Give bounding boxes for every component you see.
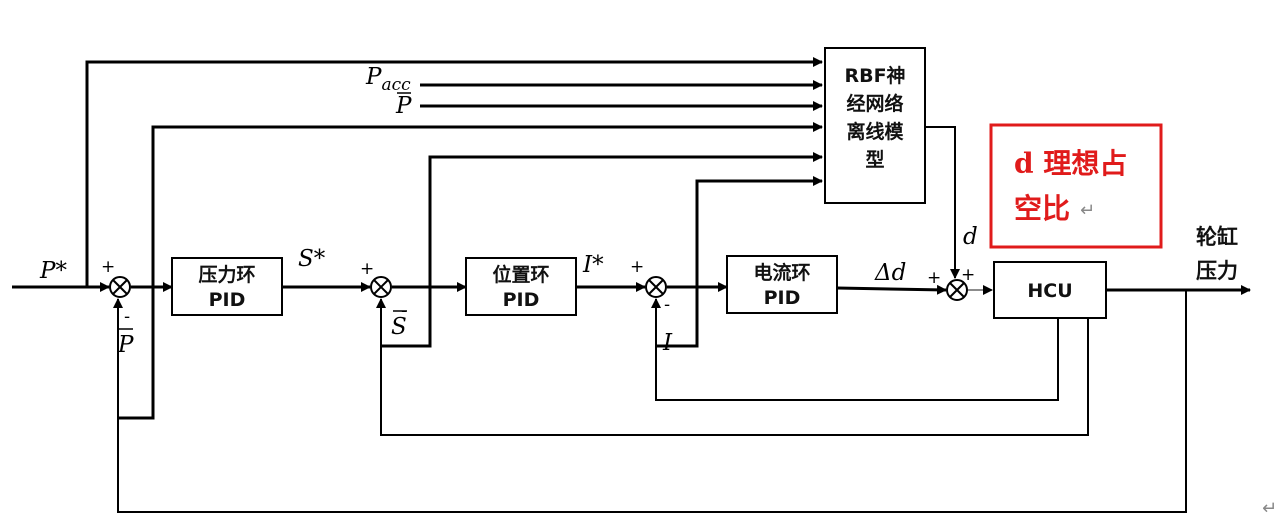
- sum2-plus-sign: +: [360, 259, 374, 279]
- i-feedback-label: I: [662, 330, 673, 356]
- note-line-2: 空比: [1014, 192, 1070, 225]
- sum1-minus-sign: -: [124, 307, 130, 327]
- rbf-model-block: RBF神 经网络 离线模 型: [824, 47, 926, 204]
- sum1-plus-sign: +: [101, 257, 115, 277]
- current-pid-label-2: PID: [764, 287, 801, 309]
- current-pid-label-1: 电流环: [753, 261, 810, 284]
- p-acc-main: P: [365, 64, 382, 90]
- position-pid-label-1: 位置环: [492, 263, 549, 286]
- d-label: d: [963, 224, 978, 250]
- hcu-block: HCU: [993, 261, 1107, 319]
- summing-junction-pressure: [109, 276, 131, 298]
- pfb-to-rbf-line: [118, 122, 823, 420]
- hcu-label: HCU: [1027, 280, 1072, 302]
- pressure-pid-label-2: PID: [209, 289, 246, 311]
- current-to-sum4-line: [836, 284, 947, 295]
- summing-junction-duty: [946, 279, 968, 301]
- summing-junction-current: [645, 276, 667, 298]
- rbf-label-4: 型: [865, 148, 884, 171]
- note-line-1: d 理想占: [1014, 147, 1127, 180]
- ifb-to-rbf-line: [656, 176, 823, 348]
- pref-to-rbf-line: [85, 57, 823, 287]
- rbf-label-3: 离线模: [846, 120, 904, 143]
- sum3-plus-sign: +: [630, 257, 644, 277]
- output-label-1: 轮缸: [1196, 225, 1238, 249]
- rbf-label-2: 经网络: [846, 92, 903, 115]
- output-label-2: 压力: [1196, 259, 1238, 283]
- position-pid-block: 位置环 PID: [465, 257, 577, 316]
- pressure-pid-block: 压力环 PID: [171, 257, 283, 316]
- corner-return-mark: ↵: [1262, 498, 1277, 519]
- sum4-plus-sign-top: +: [961, 265, 975, 285]
- p-acc-label: Pacc: [365, 64, 411, 95]
- sum3-minus-sign: -: [664, 295, 670, 315]
- p-ref-label: P*: [39, 258, 67, 284]
- ideal-duty-cycle-note: d 理想占 空比 ↵: [989, 123, 1163, 249]
- p-feedback-label: P: [117, 332, 134, 358]
- rbf-to-sum4-line: [925, 126, 960, 279]
- pressure-pid-label-1: 压力环: [198, 263, 255, 286]
- p-bar-label: P: [395, 93, 412, 119]
- current-feedback-line: [651, 298, 1059, 401]
- note-return-mark: ↵: [1080, 200, 1095, 221]
- i-ref-label: I*: [582, 252, 604, 278]
- rbf-label-1: RBF神: [844, 64, 905, 87]
- sum4-plus-sign-left: +: [927, 268, 941, 288]
- position-pid-label-2: PID: [503, 289, 540, 311]
- s-ref-label: S*: [298, 246, 326, 272]
- current-pid-block: 电流环 PID: [726, 255, 838, 314]
- s-feedback-label: S: [391, 314, 407, 340]
- position-feedback-line: [376, 298, 1089, 436]
- summing-junction-position: [370, 276, 392, 298]
- p-acc-subscript: acc: [381, 75, 411, 95]
- delta-d-label: Δd: [874, 260, 906, 286]
- sfb-to-rbf-line: [381, 152, 823, 348]
- pressure-feedback-line: [113, 290, 1187, 513]
